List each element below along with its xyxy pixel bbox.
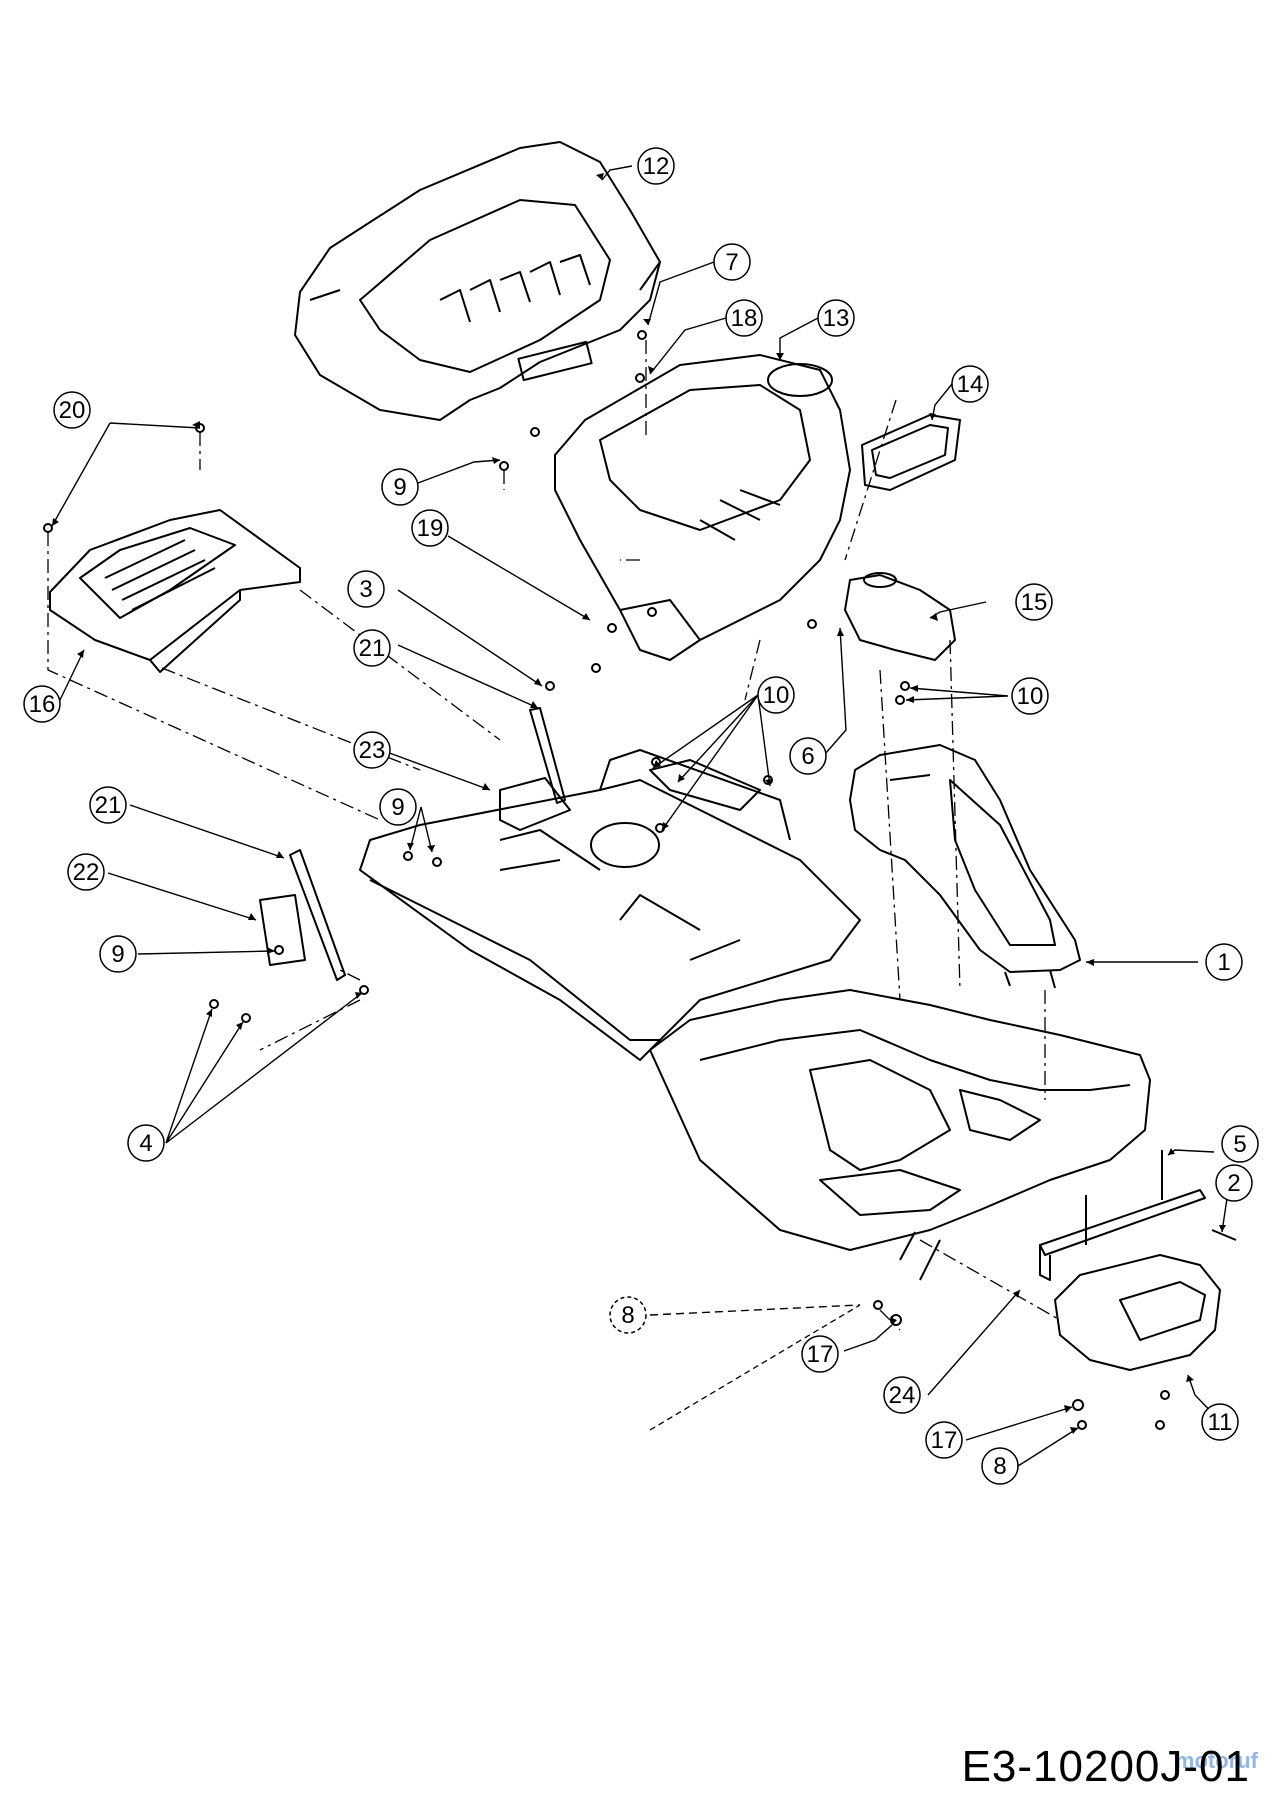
svg-text:1: 1 — [1217, 949, 1230, 976]
svg-text:24: 24 — [889, 1382, 916, 1409]
front-bumper-part — [1054, 1254, 1221, 1371]
callout-4: 4 — [127, 1124, 165, 1162]
callout-20: 20 — [53, 391, 91, 429]
callout-10-left: 10 — [757, 676, 795, 714]
svg-text:20: 20 — [59, 397, 86, 424]
dashboard-console-part — [554, 354, 851, 661]
svg-text:21: 21 — [359, 635, 386, 662]
callout-8-lower: 8 — [981, 1447, 1019, 1485]
callout-21-lower: 21 — [89, 786, 127, 824]
svg-text:12: 12 — [643, 153, 670, 180]
svg-text:19: 19 — [417, 515, 444, 542]
callout-14: 14 — [951, 365, 989, 403]
callout-5: 5 — [1221, 1125, 1259, 1163]
svg-text:13: 13 — [823, 305, 850, 332]
svg-text:17: 17 — [807, 1341, 834, 1368]
callout-24: 24 — [883, 1376, 921, 1414]
callout-21: 21 — [353, 629, 391, 667]
alignment-lines — [47, 340, 1061, 1431]
callout-22: 22 — [67, 853, 105, 891]
callout-13: 13 — [817, 299, 855, 337]
svg-text:6: 6 — [801, 743, 814, 770]
callout-19: 19 — [411, 509, 449, 547]
svg-text:11: 11 — [1208, 1409, 1233, 1436]
chassis-frame-part — [359, 749, 861, 1061]
callout-2: 2 — [1215, 1164, 1253, 1202]
svg-text:10: 10 — [763, 682, 790, 709]
callout-8-dashed: 8 — [609, 1296, 647, 1334]
callout-3: 3 — [347, 570, 385, 608]
svg-text:3: 3 — [359, 576, 372, 603]
drawing-id-label: E3-10200J-01 — [961, 1742, 1250, 1791]
callout-12: 12 — [637, 147, 675, 185]
svg-text:16: 16 — [29, 691, 56, 718]
svg-text:17: 17 — [931, 1427, 958, 1454]
callout-17-upper: 17 — [801, 1335, 839, 1373]
svg-text:7: 7 — [725, 249, 738, 276]
leader-lines — [51, 165, 1230, 1467]
callout-18: 18 — [725, 299, 763, 337]
svg-text:5: 5 — [1233, 1131, 1246, 1158]
callout-9-middle: 9 — [379, 788, 417, 826]
svg-text:18: 18 — [731, 305, 758, 332]
callout-16: 16 — [23, 685, 61, 723]
instrument-panel-part — [861, 414, 961, 491]
callout-1: 1 — [1205, 943, 1243, 981]
watermark-logo: motoruf — [1174, 1748, 1258, 1773]
svg-text:14: 14 — [957, 371, 984, 398]
svg-text:15: 15 — [1021, 589, 1048, 616]
callout-11: 11 — [1201, 1403, 1239, 1441]
svg-text:9: 9 — [111, 941, 124, 968]
side-bar-parts — [259, 707, 571, 981]
callout-9-lower: 9 — [99, 935, 137, 973]
svg-text:22: 22 — [73, 859, 100, 886]
svg-text:2: 2 — [1227, 1170, 1240, 1197]
hood-cover-part — [294, 141, 661, 421]
callouts: 12 7 18 13 14 20 9 19 16 3 21 15 10 6 23… — [23, 147, 1259, 1485]
callout-6: 6 — [789, 737, 827, 775]
svg-text:10: 10 — [1017, 683, 1044, 710]
svg-text:23: 23 — [359, 737, 386, 764]
steering-tower-part — [849, 744, 1081, 989]
svg-text:8: 8 — [621, 1302, 634, 1329]
grille-panel-part — [49, 509, 301, 673]
callout-10-right: 10 — [1011, 677, 1049, 715]
callout-9: 9 — [381, 468, 419, 506]
front-bracket-part — [1039, 1189, 1206, 1281]
svg-text:4: 4 — [139, 1130, 152, 1157]
callout-15: 15 — [1015, 583, 1053, 621]
column-cover-upper-part — [844, 572, 956, 661]
callout-23: 23 — [353, 731, 391, 769]
svg-text:8: 8 — [993, 1453, 1006, 1480]
svg-text:9: 9 — [391, 794, 404, 821]
callout-7: 7 — [713, 243, 751, 281]
svg-text:9: 9 — [393, 474, 406, 501]
footrest-pan-part — [649, 989, 1151, 1281]
leader-arrowheads — [52, 173, 1226, 1434]
fasteners — [43, 330, 1237, 1430]
callout-17-lower: 17 — [925, 1421, 963, 1459]
svg-text:21: 21 — [95, 792, 122, 819]
